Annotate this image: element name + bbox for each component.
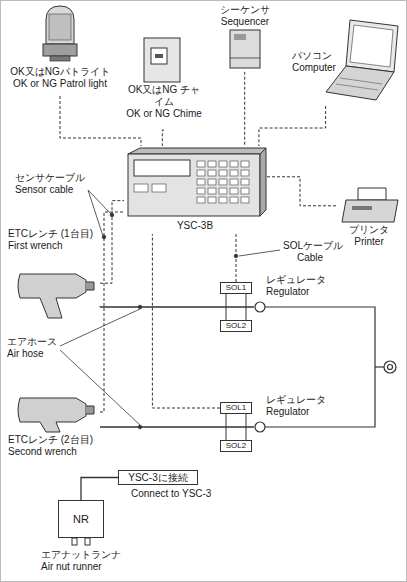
- signal-cable: [100, 212, 124, 412]
- hose-label: エアホース: [6, 336, 58, 348]
- node-text: First wrench: [8, 240, 100, 252]
- node-text: Regulator: [266, 286, 346, 298]
- node-text: シーケンサ: [214, 4, 276, 16]
- sequencer: シーケンサSequencer: [214, 2, 276, 72]
- note-box: YSC-3に接続: [118, 470, 198, 485]
- patrol-light: OK又はNGパトライトOK or NG Patrol light: [6, 4, 114, 96]
- text-stack: OK又はNG チャイムOK or NG Chime: [126, 84, 202, 120]
- node-text: OK又はNGパトライト: [6, 66, 114, 78]
- second-wrench-icon: [18, 398, 94, 432]
- node-text: OK又はNG チャイム: [126, 84, 202, 108]
- signal-cable: [152, 234, 220, 408]
- node-text: Computer: [292, 62, 342, 74]
- controller: YSC-3B: [124, 146, 266, 234]
- note-text: Connect to YSC-3: [130, 488, 212, 500]
- node-text: SOL1: [226, 283, 246, 293]
- signal-cable: [162, 130, 164, 146]
- sequencer-icon: [230, 30, 260, 68]
- node-text: プリンタ: [336, 224, 402, 236]
- valve-body: [226, 294, 246, 440]
- node-text: パソコン: [292, 50, 342, 62]
- computer: パソコンComputer: [292, 14, 404, 106]
- patrol-light-icon: [43, 6, 77, 61]
- regulator: レギュレータRegulator: [254, 394, 346, 434]
- cable-label: Cable: [296, 252, 324, 264]
- leader-lines: [60, 190, 280, 429]
- hose-label: Air hose: [6, 348, 45, 360]
- signal-cable: [244, 72, 245, 146]
- nut-runner-box: NR: [58, 500, 104, 538]
- solenoid-box: SOL2: [220, 320, 252, 332]
- node-text: NR: [73, 513, 89, 526]
- node-text: ETCレンチ (2台目): [8, 434, 100, 446]
- air-supply: [255, 302, 396, 432]
- signal-cable: [266, 177, 336, 206]
- chime: OK又はNG チャイムOK or NG Chime: [126, 34, 202, 130]
- air-hose: [100, 306, 254, 307]
- cable-label: SOLケーブル: [282, 240, 344, 252]
- node-text: Printer: [336, 236, 402, 248]
- solenoid-box: SOL1: [220, 402, 252, 414]
- air-hose: [100, 426, 254, 427]
- node-text: Sequencer: [214, 16, 276, 28]
- nut-runner-ports: [72, 538, 90, 545]
- chime-icon: [144, 38, 180, 82]
- node-text: ETCレンチ (1台目): [8, 228, 100, 240]
- node-text: OK or NG Chime: [126, 108, 202, 120]
- signal-cable: [236, 234, 237, 282]
- node-text: SOL1: [226, 403, 246, 413]
- controller-icon: [128, 148, 266, 216]
- first-wrench-icon: [18, 274, 94, 318]
- node-text: YSC-3B: [124, 220, 266, 232]
- signal-cable: [259, 106, 326, 146]
- text-stack: YSC-3B: [124, 220, 266, 232]
- printer: プリンタPrinter: [336, 186, 402, 252]
- cable-label: センサケーブル: [14, 172, 86, 184]
- text-stack: レギュレータRegulator: [266, 274, 346, 298]
- node-text: YSC-3に接続: [128, 472, 187, 484]
- node-text: SOL2: [226, 441, 246, 451]
- cable-label: Sensor cable: [14, 184, 74, 196]
- solenoid-box: SOL2: [220, 440, 252, 452]
- air-hose: [81, 478, 118, 501]
- first-wrench: ETCレンチ (1台目)First wrench: [8, 228, 100, 320]
- text-stack: ETCレンチ (2台目)Second wrench: [8, 434, 100, 458]
- text-stack: シーケンサSequencer: [214, 4, 276, 28]
- text-stack: パソコンComputer: [292, 50, 342, 74]
- text-stack: ETCレンチ (1台目)First wrench: [8, 228, 100, 252]
- text-stack: OK又はNGパトライトOK or NG Patrol light: [6, 66, 114, 90]
- part-name: Air nut runner: [40, 561, 103, 573]
- computer-icon: [326, 20, 398, 100]
- text-stack: プリンタPrinter: [336, 224, 402, 248]
- printer-icon: [342, 188, 398, 222]
- node-text: SOL2: [226, 321, 246, 331]
- node-text: Second wrench: [8, 446, 100, 458]
- solenoid-box: SOL1: [220, 282, 252, 294]
- part-name: エアナットランナ: [40, 549, 122, 561]
- node-text: レギュレータ: [266, 394, 346, 406]
- text-stack: レギュレータRegulator: [266, 394, 346, 418]
- node-text: レギュレータ: [266, 274, 346, 286]
- node-text: OK or NG Patrol light: [6, 78, 114, 90]
- second-wrench: ETCレンチ (2台目)Second wrench: [8, 392, 100, 472]
- signal-cable: [60, 96, 141, 146]
- node-text: Regulator: [266, 406, 346, 418]
- regulator: レギュレータRegulator: [254, 274, 346, 314]
